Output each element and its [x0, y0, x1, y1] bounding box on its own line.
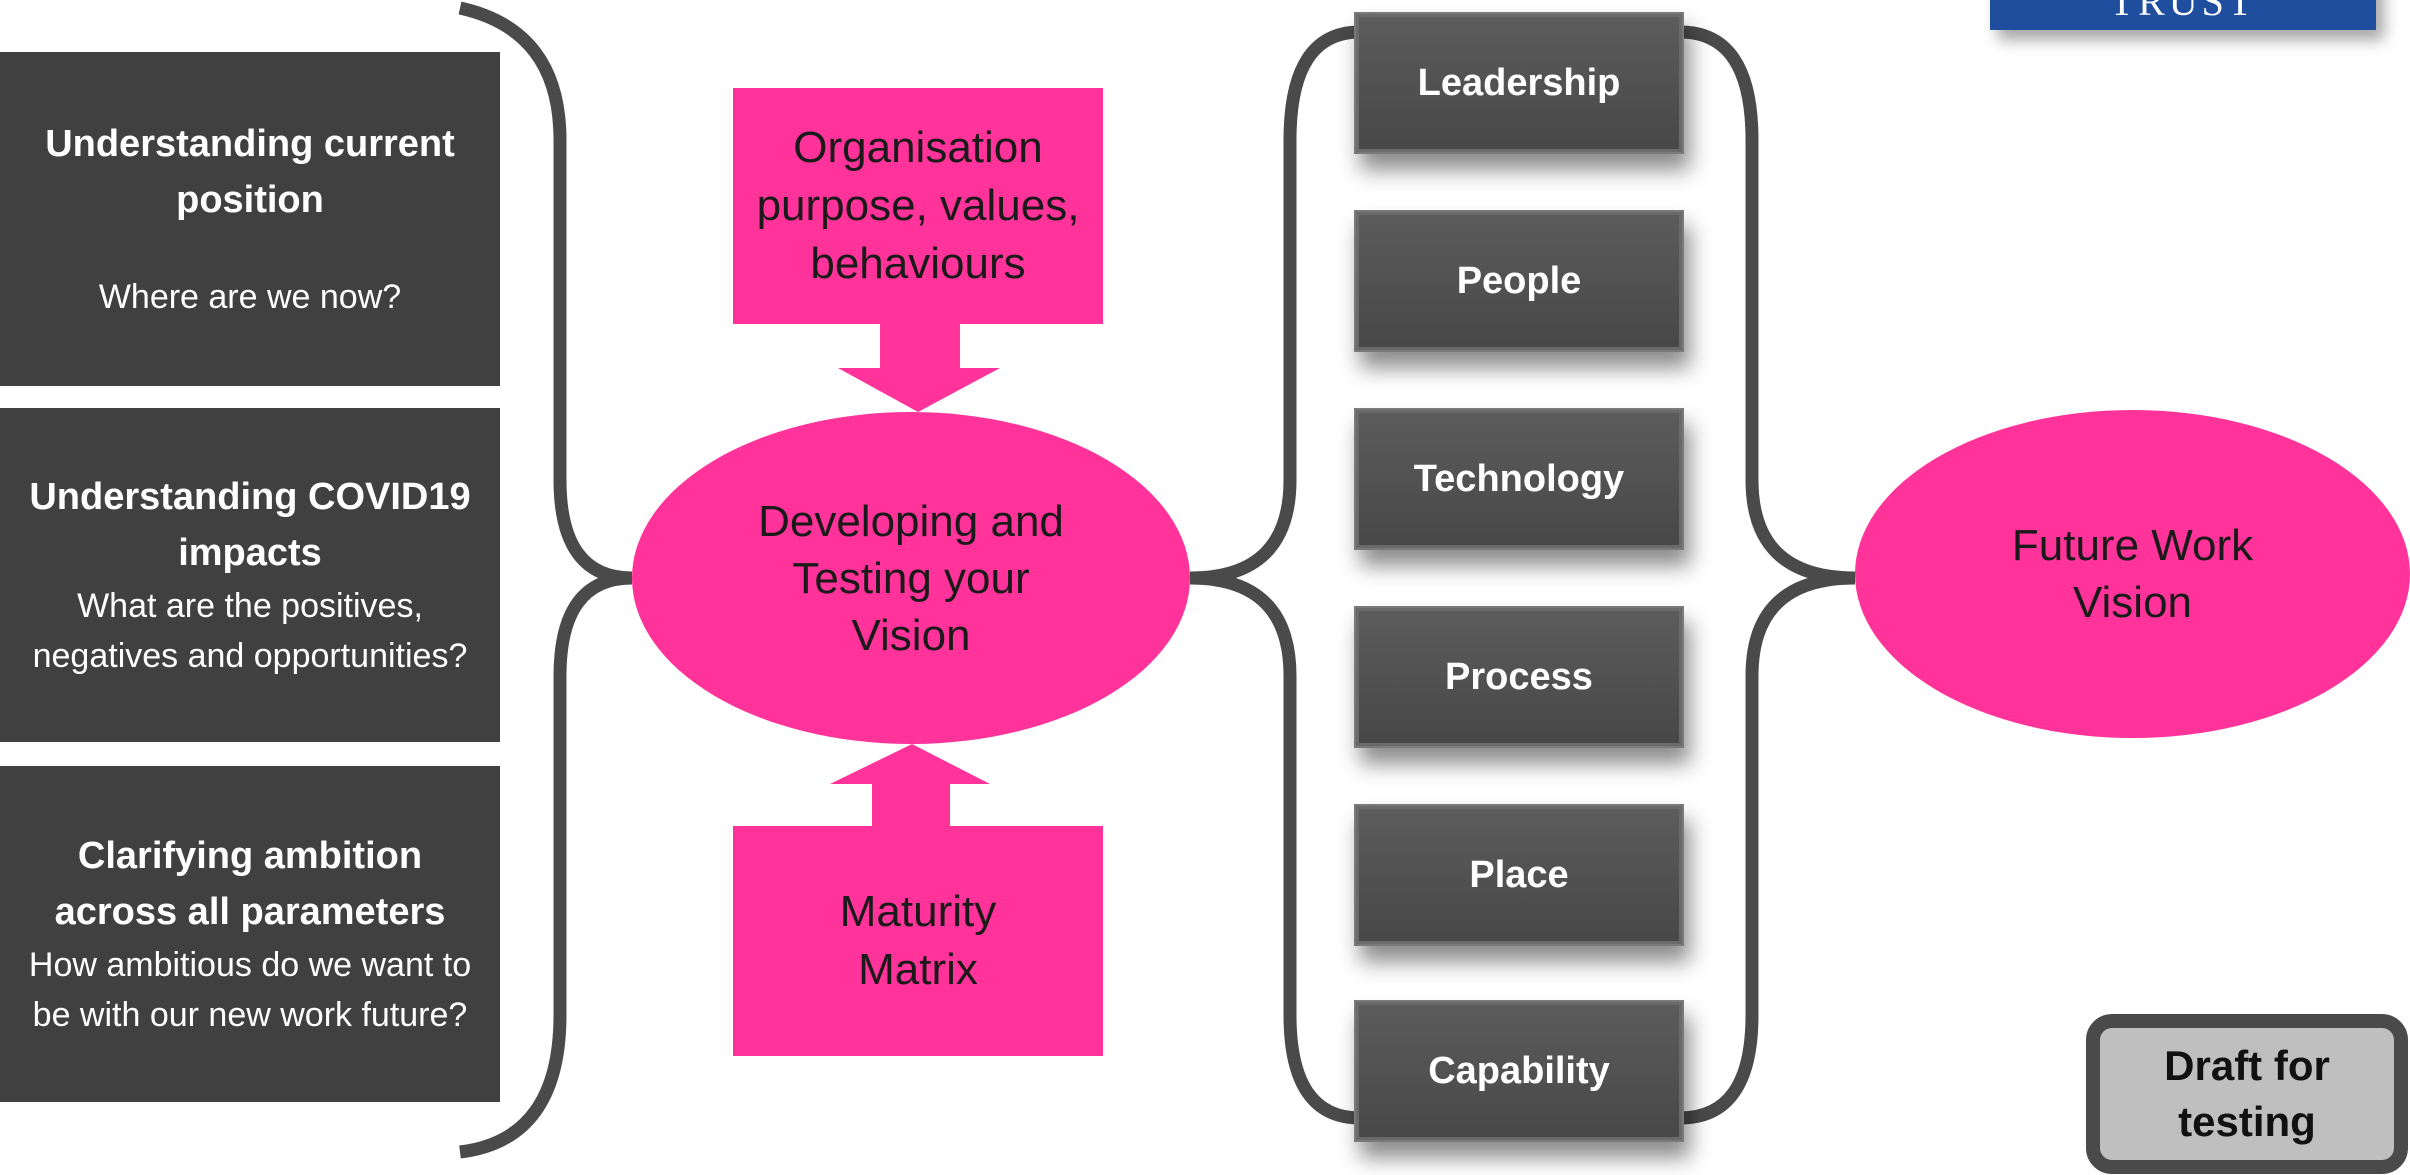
maturity-matrix-box: Maturity Matrix	[733, 826, 1103, 1056]
draft-line-2: testing	[2178, 1098, 2316, 1145]
parameter-place: Place	[1354, 804, 1684, 946]
developing-vision-line-1: Developing and	[758, 496, 1064, 546]
covid-impacts-title: Understanding COVID19 impacts	[29, 476, 471, 574]
maturity-matrix-line-1: Maturity	[839, 887, 997, 936]
organisation-logo: TRUST	[1990, 0, 2376, 30]
current-position-title: Understanding current position	[45, 123, 455, 221]
organisation-purpose-line-3: behaviours	[810, 239, 1026, 288]
ambition-title: Clarifying ambition across all parameter…	[54, 835, 446, 933]
ambition-question: How ambitious do we want to be with our …	[28, 946, 472, 1034]
future-work-vision-line-2: Vision	[2072, 578, 2193, 627]
parameter-technology: Technology	[1354, 408, 1684, 550]
logo-text: TRUST	[2109, 0, 2257, 24]
maturity-matrix-line-2: Matrix	[858, 945, 978, 994]
developing-vision-line-3: Vision	[851, 610, 971, 660]
organisation-purpose-box: Organisation purpose, values, behaviours	[733, 88, 1103, 324]
organisation-purpose-line-1: Organisation	[793, 123, 1043, 172]
draft-line-1: Draft for	[2164, 1042, 2330, 1089]
current-position-question: Where are we now?	[98, 278, 402, 316]
parameter-leadership: Leadership	[1354, 12, 1684, 154]
developing-vision-line-2: Testing your	[792, 553, 1030, 603]
parameter-people: People	[1354, 210, 1684, 352]
future-work-vision-ellipse: Future Work Vision	[1855, 410, 2410, 738]
organisation-purpose-line-2: purpose, values,	[756, 181, 1080, 230]
developing-vision-ellipse: Developing and Testing your Vision	[632, 412, 1190, 744]
draft-for-testing-label: Draft for testing	[2086, 1014, 2408, 1174]
down-arrow	[838, 320, 1000, 412]
covid-impacts-box: Understanding COVID19 impacts What are t…	[0, 408, 500, 742]
right-brace	[1679, 25, 1856, 1125]
covid-impacts-question: What are the positives, negatives and op…	[32, 587, 468, 675]
parameter-process: Process	[1354, 606, 1684, 748]
current-position-box: Understanding current position Where are…	[0, 52, 500, 386]
up-arrow	[830, 744, 990, 828]
future-work-vision-line-1: Future Work	[2011, 521, 2254, 570]
parameter-capability: Capability	[1354, 1000, 1684, 1142]
ambition-box: Clarifying ambition across all parameter…	[0, 766, 500, 1102]
middle-brace	[1189, 25, 1361, 1125]
